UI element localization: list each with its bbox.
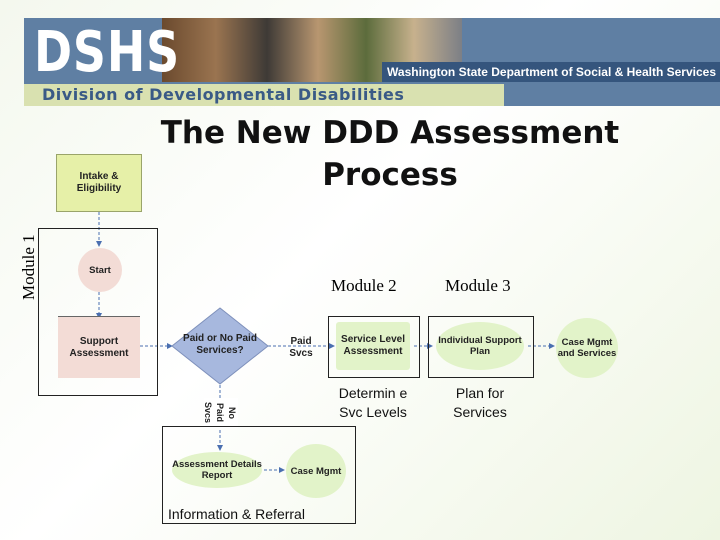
decision-diamond xyxy=(171,307,269,385)
case-mgmt-services-node: Case Mgmt and Services xyxy=(556,318,618,378)
module-3-label: Module 3 xyxy=(445,276,511,295)
module-3-frame xyxy=(428,316,534,378)
assessment-details-report-node: Assessment Details Report xyxy=(172,452,262,488)
no-paid-svcs-label: No Paid Svcs xyxy=(203,398,238,428)
determine-svc-levels-text: Determin e Svc Levels xyxy=(338,385,408,420)
support-assessment-box: Support Assessment xyxy=(58,316,140,378)
title-line-2: Process xyxy=(322,157,458,193)
plan-for-services-text: Plan for Services xyxy=(453,385,507,420)
individual-support-plan-node: Individual Support Plan xyxy=(436,322,524,370)
info-referral-frame xyxy=(162,426,356,524)
agency-name: Washington State Department of Social & … xyxy=(382,62,720,82)
info-referral-label: Information & Referral xyxy=(168,506,305,522)
slide-title: The New DDD Assessment Process xyxy=(140,112,640,196)
case-mgmt-node: Case Mgmt xyxy=(286,444,346,498)
module-1-frame xyxy=(38,228,158,396)
paid-svcs-label: Paid Svcs xyxy=(289,336,313,359)
decision-label: Paid or No Paid Services? xyxy=(183,333,257,356)
module-2-label: Module 2 xyxy=(331,276,397,295)
division-name: Division of Developmental Disabilities xyxy=(42,85,405,104)
title-line-1: The New DDD Assessment xyxy=(160,115,620,151)
intake-eligibility-box: Intake & Eligibility xyxy=(56,154,142,212)
dshs-logo: DSHS xyxy=(34,20,180,85)
start-node: Start xyxy=(78,248,122,292)
service-level-assessment-box: Service Level Assessment xyxy=(336,322,410,370)
division-bar: Division of Developmental Disabilities xyxy=(24,84,504,106)
module-2-frame xyxy=(328,316,420,378)
